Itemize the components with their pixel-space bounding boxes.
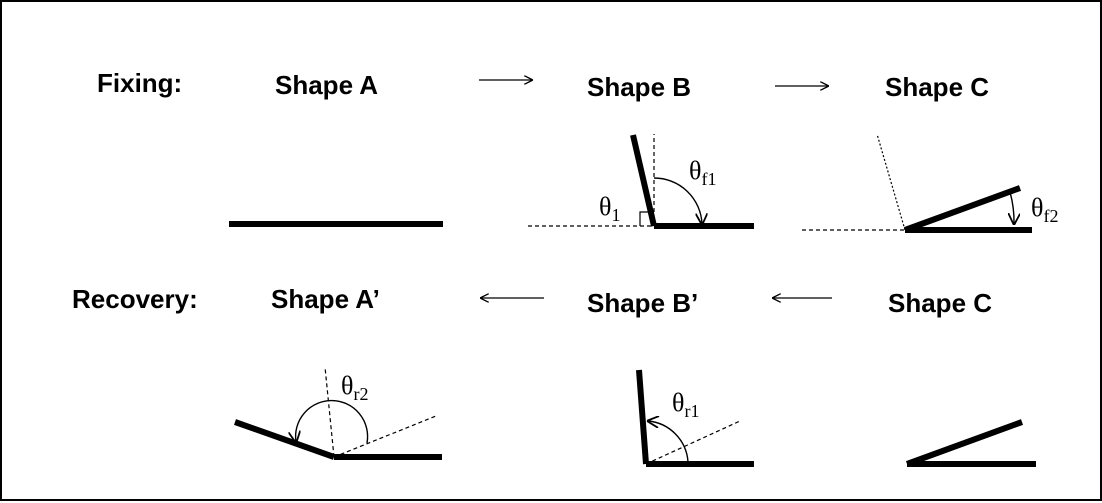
shape-a-prime-figure [234, 366, 442, 460]
svg-text:θf1: θf1 [689, 156, 716, 189]
recovery-row-label: Recovery: [72, 284, 198, 314]
shape-b-prime-label: Shape B’ [587, 288, 699, 318]
theta-r2-label: θr2 [341, 371, 368, 404]
shape-c-label: Shape C [885, 72, 990, 102]
shape-a-prime-label: Shape A’ [271, 284, 380, 314]
svg-text:θf2: θf2 [1031, 193, 1058, 226]
theta-1-label: θ1 [599, 192, 620, 225]
shape-c-figure [802, 133, 1032, 233]
theta-f2-label: θf2 [1031, 193, 1058, 226]
fixing-row-label: Fixing: [97, 68, 183, 98]
shape-c-recovery-label: Shape C [888, 288, 993, 318]
shape-c-recovery-figure [905, 419, 1036, 467]
shape-b-label: Shape B [587, 72, 692, 102]
svg-text:θr2: θr2 [341, 371, 368, 404]
svg-text:θ1: θ1 [599, 192, 620, 225]
theta-f1-label: θf1 [689, 156, 716, 189]
shape-a-label: Shape A [275, 70, 379, 100]
shape-b-figure [528, 134, 754, 229]
theta-r1-label: θr1 [672, 388, 699, 421]
svg-text:θr1: θr1 [672, 388, 699, 421]
shape-b-prime-figure [636, 369, 754, 467]
